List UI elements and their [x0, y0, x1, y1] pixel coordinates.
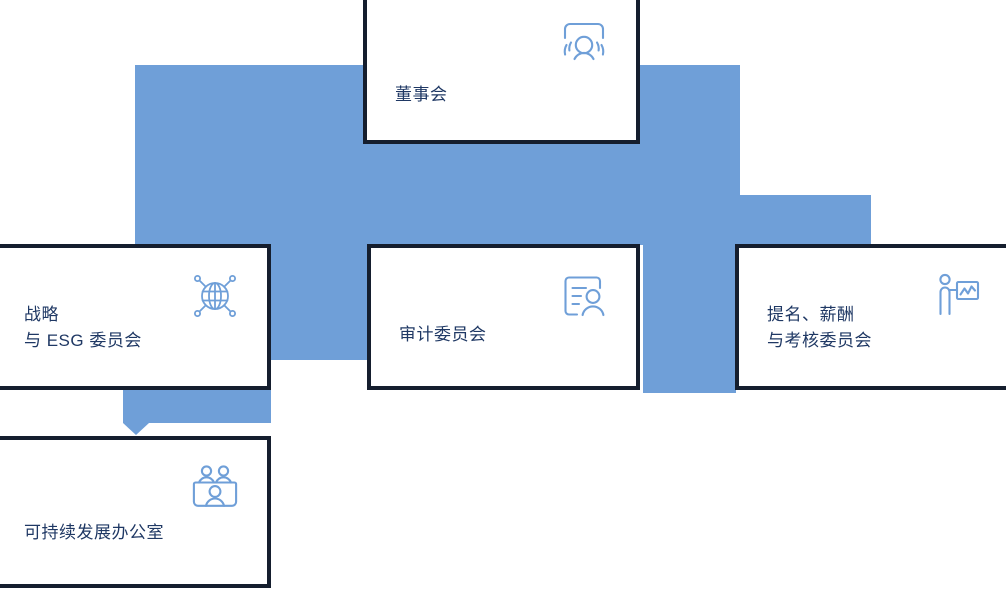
connector-branch-audit-gap — [643, 245, 736, 393]
presenter-chart-icon — [930, 268, 986, 324]
node-card-audit[interactable]: 审计委员会 — [367, 244, 640, 390]
node-card-sustainability-office[interactable]: 可持续发展办公室 — [0, 436, 271, 588]
down-arrow-icon — [123, 423, 149, 435]
card-content: 可持续发展办公室 — [0, 440, 267, 584]
node-label-board: 董事会 — [395, 85, 448, 104]
node-card-nomination[interactable]: 提名、薪酬 与考核委员会 — [735, 244, 1006, 390]
card-content: 战略 与 ESG 委员会 — [0, 248, 267, 386]
node-card-strategy-esg[interactable]: 战略 与 ESG 委员会 — [0, 244, 271, 390]
node-label-strategy-esg: 战略 与 ESG 委员会 — [24, 305, 142, 350]
group-of-people-icon — [556, 16, 612, 72]
connector-strategy-to-office — [123, 388, 271, 423]
card-content: 提名、薪酬 与考核委员会 — [739, 248, 1006, 386]
globe-network-icon — [187, 268, 243, 324]
node-label-audit: 审计委员会 — [399, 325, 487, 344]
node-label-nomination: 提名、薪酬 与考核委员会 — [767, 305, 872, 350]
card-content: 审计委员会 — [371, 248, 636, 386]
connector-branch-strategy-gap — [271, 245, 368, 360]
node-label-sustainability-office: 可持续发展办公室 — [24, 523, 164, 542]
document-person-icon — [556, 268, 612, 324]
card-content: 董事会 — [367, 0, 636, 140]
team-group-icon — [187, 460, 243, 516]
connector-branch-nomination — [735, 195, 871, 245]
node-card-board[interactable]: 董事会 — [363, 0, 640, 144]
